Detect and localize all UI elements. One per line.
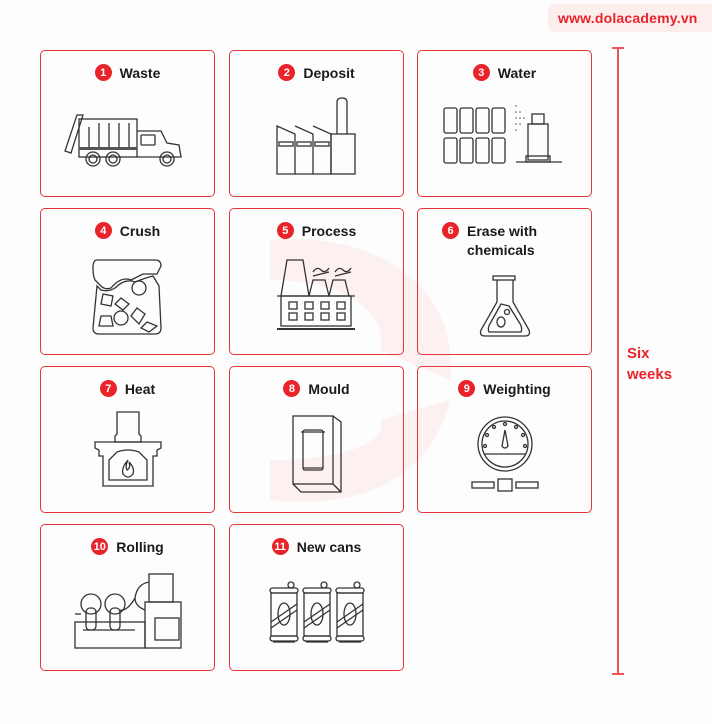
step-label: Waste xyxy=(119,65,161,81)
step-label: Deposit xyxy=(303,65,355,81)
mould-icon xyxy=(291,415,342,493)
brand-badge: www.dolacademy.vn xyxy=(548,4,712,32)
step-card-mould: 8 Mould xyxy=(229,366,404,513)
step-label: Crush xyxy=(119,223,161,239)
step-card-heat: 7 Heat xyxy=(40,366,215,513)
step-card-waste: 1 Waste xyxy=(40,50,215,197)
step-card-crush: 4 Crush xyxy=(40,208,215,355)
step-card-deposit: 2 Deposit xyxy=(229,50,404,197)
rolling-machine-icon xyxy=(73,573,182,649)
timeline-bracket xyxy=(612,47,624,675)
brand-watermark-icon xyxy=(270,238,451,502)
step-number: 9 xyxy=(458,380,476,397)
step-card-water: 3 Water xyxy=(417,50,592,197)
cans-icon xyxy=(268,581,365,643)
step-card-erase-chemicals: 6 Erase with chemicals xyxy=(417,208,592,355)
brand-url: www.dolacademy.vn xyxy=(558,10,698,26)
processing-plant-icon xyxy=(276,259,355,330)
step-card-process: 5 Process xyxy=(229,208,404,355)
step-label: Erase with chemicals xyxy=(467,223,538,258)
step-card-new-cans: 11 New cans xyxy=(229,524,404,671)
factory-icon xyxy=(275,97,356,175)
step-number: 6 xyxy=(442,222,459,239)
timeline-label-text: Six weeks xyxy=(627,345,673,383)
step-card-rolling: 10 Rolling xyxy=(40,524,215,671)
step-number: 3 xyxy=(472,64,490,81)
step-label: Water xyxy=(497,65,537,81)
step-number: 10 xyxy=(91,538,109,555)
step-card-weighting: 9 Weighting xyxy=(417,366,592,513)
scale-gauge-icon xyxy=(470,416,539,492)
step-label: Weighting xyxy=(483,381,551,397)
crusher-icon xyxy=(91,259,162,335)
step-label: Mould xyxy=(308,381,350,397)
timeline-label: Six weeks xyxy=(627,343,687,385)
step-number: 11 xyxy=(271,538,289,555)
step-label: New cans xyxy=(296,539,362,555)
flask-icon xyxy=(479,275,530,337)
step-label: Rolling xyxy=(116,539,164,555)
step-number: 2 xyxy=(278,64,296,81)
step-number: 1 xyxy=(94,64,112,81)
step-number: 4 xyxy=(94,222,112,239)
step-number: 5 xyxy=(276,222,294,239)
step-label: Process xyxy=(301,223,357,239)
step-number: 8 xyxy=(283,380,301,397)
can-washing-icon xyxy=(443,105,562,164)
step-label: Heat xyxy=(124,381,156,397)
garbage-truck-icon xyxy=(63,114,182,167)
step-number: 7 xyxy=(99,380,117,397)
furnace-icon xyxy=(93,411,162,487)
